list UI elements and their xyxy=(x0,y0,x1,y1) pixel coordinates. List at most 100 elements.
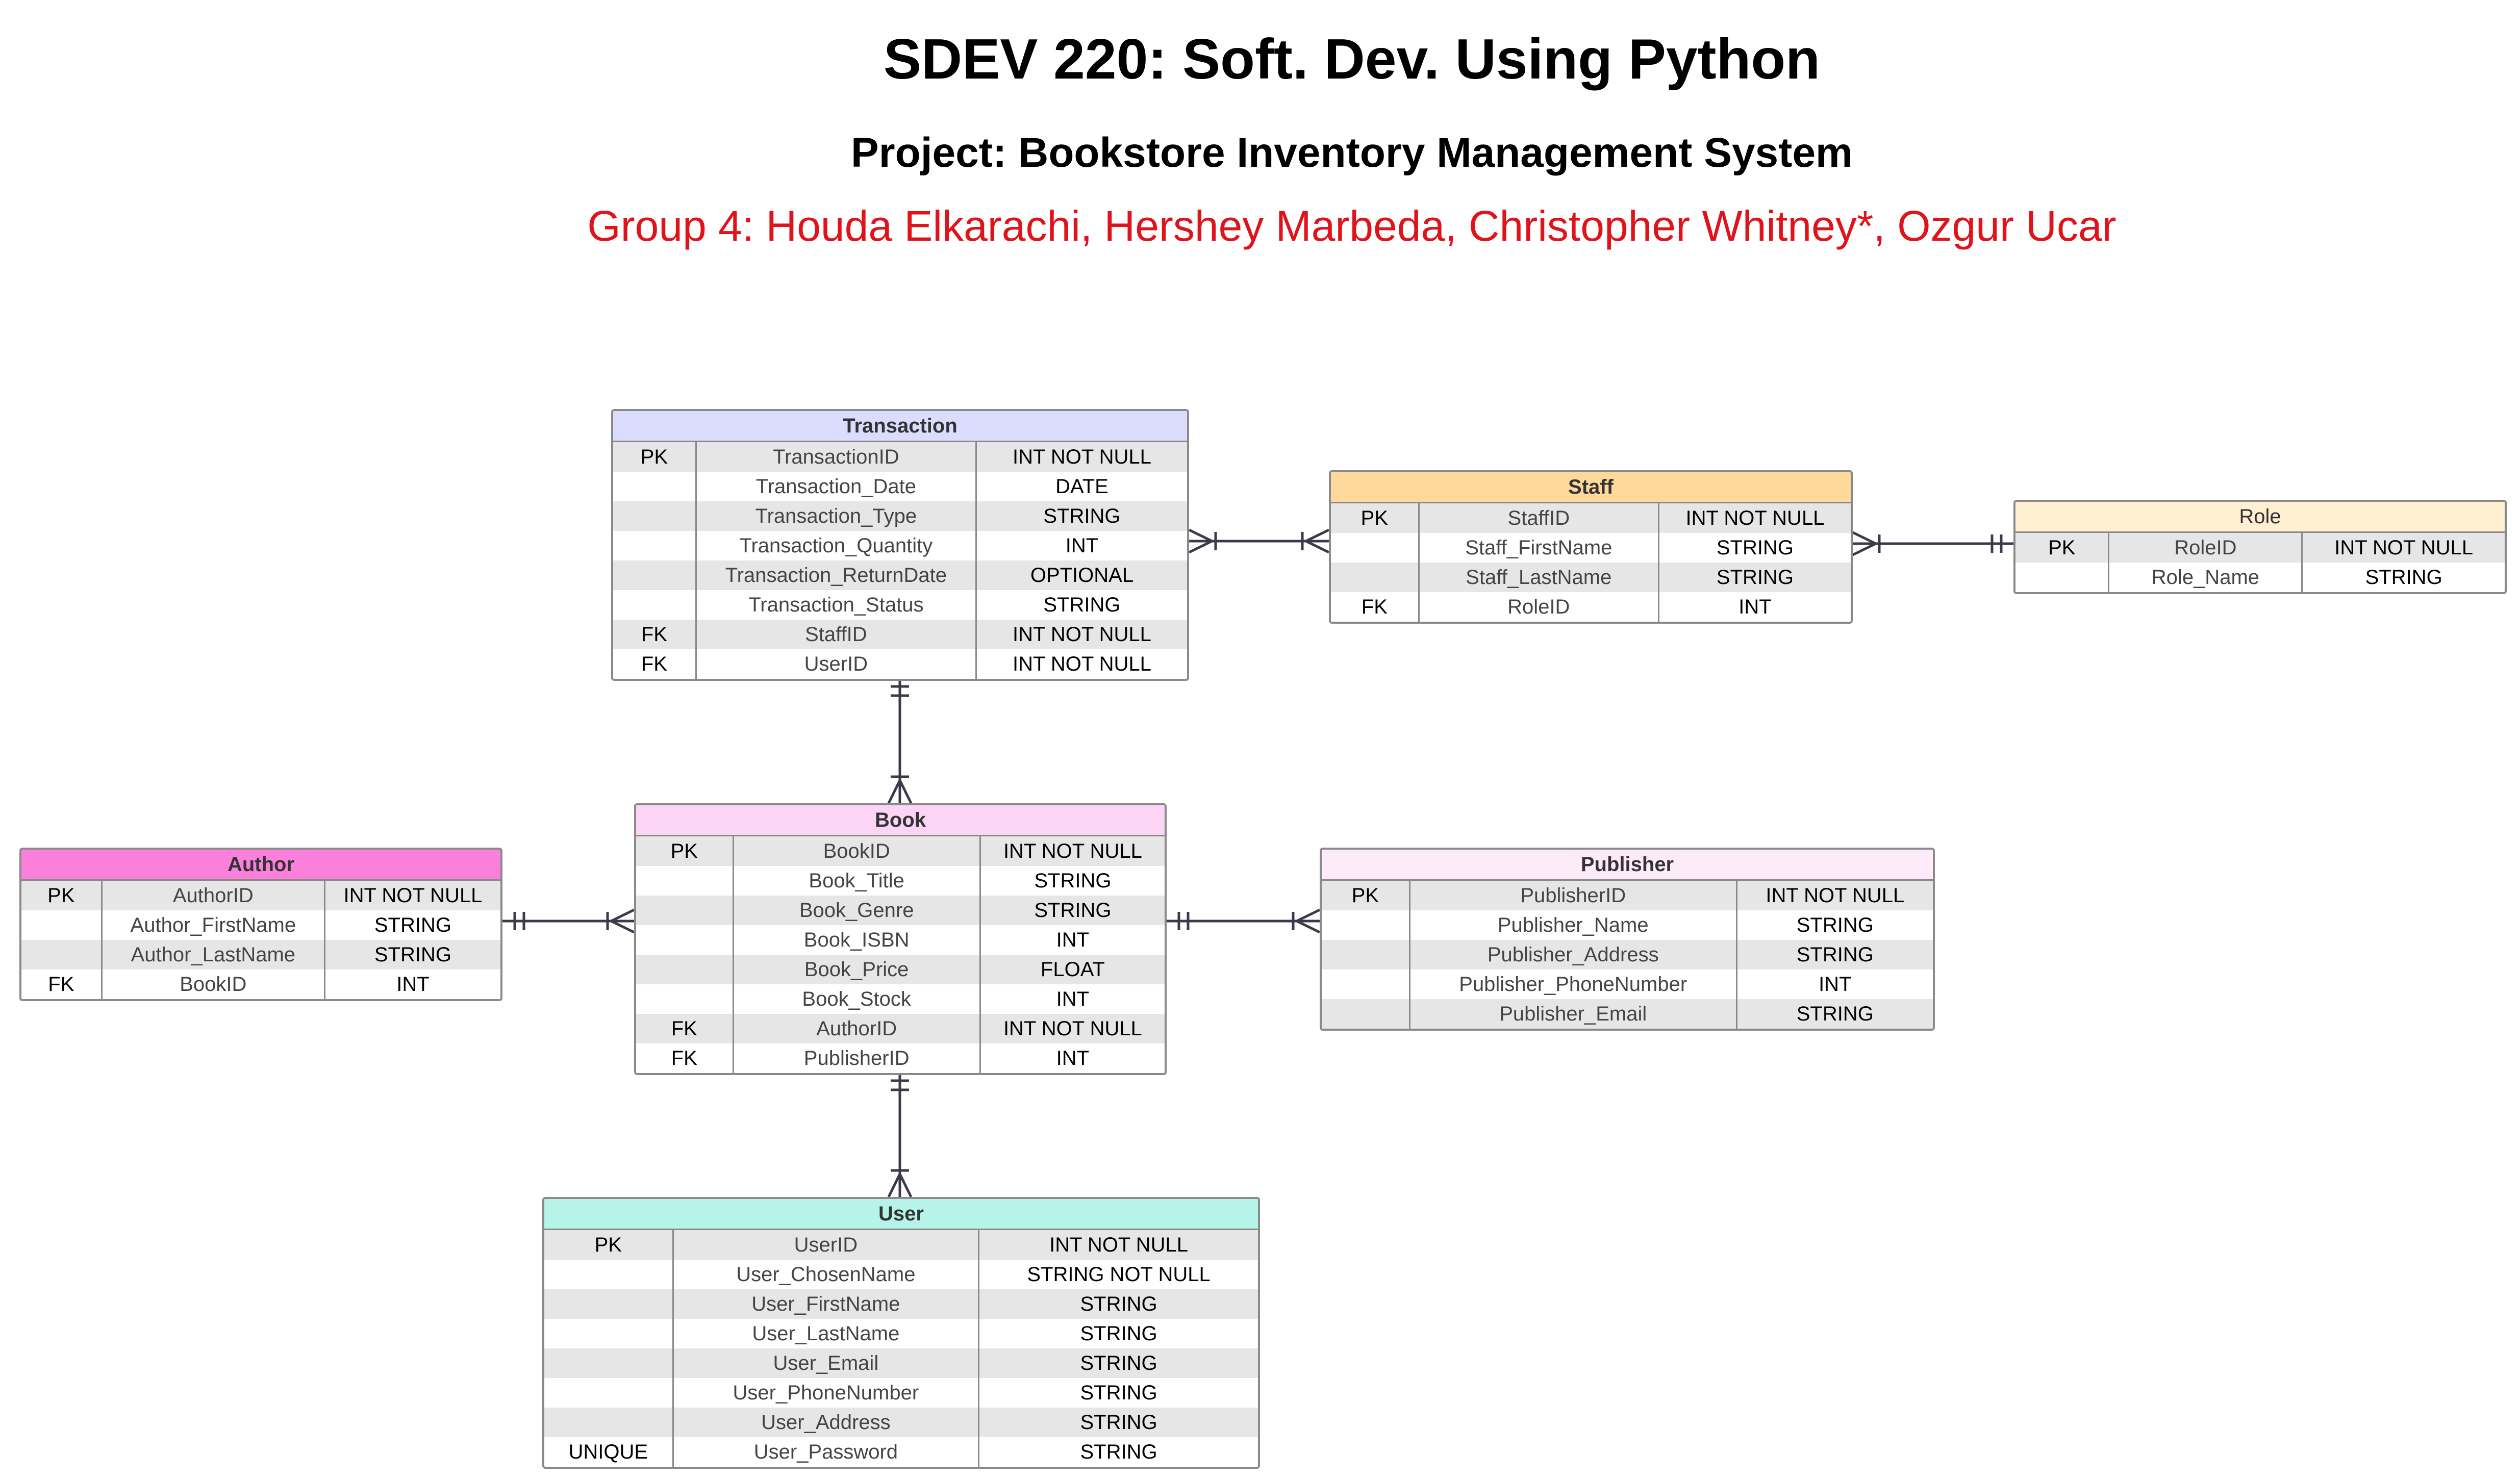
column-name: StaffID xyxy=(1420,503,1659,533)
column-name: PublisherID xyxy=(734,1043,981,1073)
entity-header-staff: Staff xyxy=(1331,472,1851,503)
column-name: Book_Price xyxy=(734,955,981,984)
column-key xyxy=(21,910,103,940)
column-type: STRING xyxy=(1080,1441,1157,1463)
column-type: INT NOT NULL xyxy=(1766,884,1905,907)
crows-foot-marker xyxy=(610,908,635,923)
column-type: INT NOT NULL xyxy=(1049,1234,1189,1256)
table-row: User_Address STRING xyxy=(544,1408,1258,1437)
column-key xyxy=(613,472,697,501)
column-name: Author_LastName xyxy=(103,940,325,969)
column-type: INT xyxy=(1056,988,1090,1010)
column-type: STRING xyxy=(1034,899,1112,922)
column-name: Publisher_PhoneNumber xyxy=(1410,969,1737,999)
column-name: RoleID xyxy=(2109,533,2303,563)
crows-foot-marker xyxy=(898,1173,913,1198)
column-key xyxy=(1322,910,1410,940)
column-key xyxy=(1331,563,1420,592)
column-name: BookID xyxy=(734,836,981,866)
column-key xyxy=(544,1319,674,1348)
crows-foot-marker xyxy=(610,920,635,934)
column-key xyxy=(1322,940,1410,969)
column-name: Book_Genre xyxy=(734,896,981,925)
column-key xyxy=(613,501,697,531)
column-type: INT NOT NULL xyxy=(343,884,483,907)
column-name: User_Password xyxy=(674,1437,980,1467)
crows-foot-marker xyxy=(1305,540,1330,554)
column-key xyxy=(21,940,103,969)
column-type: STRING xyxy=(1716,537,1794,559)
column-name: Book_ISBN xyxy=(734,925,981,955)
column-key: FK xyxy=(1331,592,1420,622)
column-type: INT NOT NULL xyxy=(2334,537,2474,559)
column-type: STRING xyxy=(374,914,452,936)
column-name: Transaction_Date xyxy=(697,472,977,501)
crows-foot-marker xyxy=(1852,542,1877,556)
column-type: STRING xyxy=(2365,566,2442,589)
column-key: FK xyxy=(636,1014,734,1043)
column-type: INT NOT NULL xyxy=(1013,623,1151,646)
column-name: TransactionID xyxy=(697,442,977,472)
column-key: FK xyxy=(613,649,697,679)
column-name: User_LastName xyxy=(674,1319,980,1348)
column-key: PK xyxy=(21,881,103,910)
entity-header-user: User xyxy=(544,1199,1258,1230)
column-name: Publisher_Name xyxy=(1410,910,1737,940)
column-type: OPTIONAL xyxy=(1030,564,1134,586)
column-key xyxy=(544,1378,674,1408)
entity-header-author: Author xyxy=(21,850,500,881)
column-name: RoleID xyxy=(1420,592,1659,622)
column-type: STRING xyxy=(1043,594,1121,616)
project-subtitle: Project: Bookstore Inventory Management … xyxy=(851,130,1853,176)
crows-foot-marker xyxy=(887,1173,901,1198)
column-type: STRING xyxy=(1080,1411,1157,1434)
column-type: INT xyxy=(1738,596,1772,618)
column-type: INT xyxy=(1056,929,1090,951)
crows-foot-marker xyxy=(1852,531,1877,545)
column-key: PK xyxy=(544,1230,674,1260)
column-name: Transaction_Quantity xyxy=(697,531,977,560)
column-type: INT NOT NULL xyxy=(1013,653,1151,675)
column-type: INT NOT NULL xyxy=(1003,1017,1142,1040)
column-name: StaffID xyxy=(697,620,977,649)
column-name: User_Address xyxy=(674,1408,980,1437)
column-key xyxy=(613,531,697,560)
column-type: DATE xyxy=(1055,475,1108,498)
column-name: User_Email xyxy=(674,1348,980,1378)
column-key xyxy=(613,590,697,620)
column-type: INT xyxy=(396,973,430,996)
column-name: Publisher_Email xyxy=(1410,999,1737,1029)
column-key xyxy=(1322,999,1410,1029)
crows-foot-marker xyxy=(887,779,901,804)
column-name: User_FirstName xyxy=(674,1289,980,1319)
column-type: FLOAT xyxy=(1040,958,1105,981)
